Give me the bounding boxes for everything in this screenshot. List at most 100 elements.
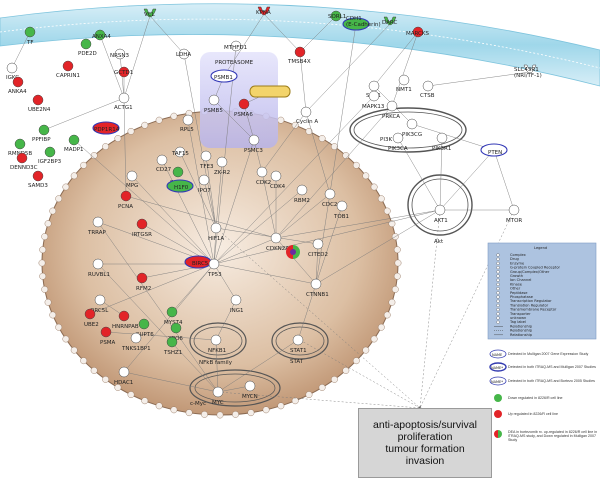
node-tob1[interactable]: TOB1 (333, 200, 349, 220)
node-orc5l[interactable]: ORC5L (90, 294, 109, 314)
node-vcl[interactable]: VCL (143, 8, 157, 18)
node-tfe3[interactable]: TFE3 (199, 150, 214, 170)
nuclear-pore-bead (291, 121, 299, 129)
legend-swatch (496, 316, 500, 320)
node-dennd3c[interactable]: DENND3C (10, 152, 38, 171)
node-cdk4[interactable]: CDK4 (270, 170, 286, 190)
node-mycn[interactable]: MYCN (242, 380, 258, 400)
node-prkca[interactable]: PRKCA (382, 100, 400, 120)
node-pten[interactable]: PTEN (480, 143, 508, 157)
edge-tp53-ing1 (213, 263, 237, 301)
node-shape (386, 100, 398, 112)
edge-pik3cg-pten (411, 123, 495, 151)
node-anka[interactable]: ANKA4 (8, 76, 27, 95)
node-kpna[interactable]: KPNA (256, 6, 271, 16)
node-samd3[interactable]: SAMD3 (28, 170, 48, 189)
node-psmb1[interactable]: PSMB1 (210, 69, 238, 83)
note-dea: DEA in bortezomib rx. up-regulated in 82… (508, 430, 598, 442)
node-ipo7[interactable]: IPO7 (198, 174, 211, 194)
node-ctnnb1[interactable]: CTNNB1 (306, 278, 329, 298)
edge-tp53-ctnnb1 (213, 263, 317, 285)
node-shape (16, 152, 28, 164)
node-rfm2[interactable]: RFM2 (136, 272, 151, 292)
nuclear-pore-bead (155, 116, 163, 124)
node-tf[interactable]: TF (24, 26, 36, 46)
node-cdc2[interactable]: CDC2 (322, 188, 337, 208)
node-tshz1[interactable]: TSHZ1 (163, 336, 182, 356)
node-supt6[interactable]: SUPT6 (136, 318, 154, 338)
node-bortezomib[interactable]: bortezomib (249, 0, 303, 98)
node-akt1[interactable]: AKT1 (434, 204, 448, 224)
note-itraq-bortezo: Detected in both iTRAQ-MS and Bortezo 20… (508, 379, 595, 383)
node-trrap[interactable]: TRRAP (87, 216, 107, 236)
note-itraq-mulligan: Detected in both iTRAQ-MS and Mulligan 2… (508, 365, 596, 369)
node-pik3ca[interactable]: PIK3CA (388, 132, 408, 152)
node-sorl1[interactable]: SORL1 (328, 10, 346, 22)
node-cyclina[interactable]: Cyclin A (296, 106, 318, 125)
node-madp1[interactable]: MADP1 (64, 134, 84, 153)
node-ruvbl1[interactable]: RUVBL1 (88, 258, 110, 278)
node-nrsn3[interactable]: NRSN3 (110, 48, 130, 60)
node-actg1[interactable]: ACTG1 (114, 92, 133, 111)
node-igf2bp3[interactable]: IGF2BP3 (38, 146, 62, 165)
node-anxa4[interactable]: ANXA4 (92, 29, 111, 41)
node-cdk2[interactable]: CDK2 (256, 166, 271, 186)
node-myc[interactable]: MYC (212, 386, 224, 406)
node-mtor[interactable]: MTOR (506, 204, 522, 224)
nuclear-pore-bead (127, 391, 135, 399)
node-ube2[interactable]: UBE2 (84, 308, 99, 328)
node-h1f0[interactable]: H1F0 (166, 179, 194, 193)
node-zkr2[interactable]: ZK-R2 (214, 156, 230, 176)
node-nfkb1[interactable]: NFKB1 (208, 334, 226, 354)
node-ube2n4[interactable]: UBE2N4 (28, 94, 51, 113)
node-cdkn2a[interactable]: CDKN2A (266, 232, 289, 252)
node-tmsb4x[interactable]: TMSB4X (287, 46, 311, 65)
node-stat1[interactable]: STAT1 (290, 334, 307, 354)
node-ldha[interactable]: LDHA (176, 48, 191, 60)
node-rbm2[interactable]: RBM2 (294, 184, 310, 204)
node-psmb5[interactable]: PSMB5 (204, 94, 223, 114)
node-irtgsr[interactable]: IRTGSR (132, 218, 152, 238)
node-shape (136, 218, 148, 230)
node-ppfibp[interactable]: PPFIBP (32, 124, 51, 143)
node-mthfd1[interactable]: MTHFD1 (224, 40, 247, 52)
node-psma[interactable]: PSMA (100, 326, 116, 346)
nuclear-pore-bead (318, 384, 326, 391)
node-taf15[interactable]: TAF15 (171, 146, 189, 158)
nuclear-pore-bead (141, 121, 149, 129)
node-gctd1[interactable]: GCTD1 (114, 66, 133, 78)
node-rpl5[interactable]: RPL5 (180, 114, 194, 133)
node-cited2[interactable]: CITED2 (308, 238, 328, 258)
node-pik3r1[interactable]: PIK3R1 (432, 132, 451, 152)
node-mapk13[interactable]: MAPK13 (362, 90, 385, 110)
node-hnrnpab[interactable]: HNRNPAB (112, 310, 139, 330)
outcome-line-3: tumour formation (385, 443, 465, 455)
node-pik3cg[interactable]: PIK3CG (402, 118, 422, 138)
node-shape (210, 334, 222, 346)
node-nmt1[interactable]: NMT1 (396, 74, 412, 93)
node-tp53[interactable]: TP53 (207, 258, 222, 278)
node-ctsb[interactable]: CTSB (420, 80, 435, 99)
node-pdp1r14[interactable]: PDP1R14 (92, 121, 120, 135)
node-caprin1[interactable]: CAPRIN1 (56, 60, 80, 79)
node-psma6[interactable]: PSMA6 (234, 98, 253, 118)
node-pcna[interactable]: PCNA (118, 190, 133, 210)
node-myst4[interactable]: MYST4 (164, 306, 183, 326)
node-tnks1bp1[interactable]: TNKS1BP1 (121, 332, 151, 352)
node-psmc3[interactable]: PSMC3 (244, 134, 263, 154)
node-ing1[interactable]: ING1 (230, 294, 244, 314)
node-cd27[interactable]: CD27 (156, 154, 172, 173)
legend-swatch (496, 295, 500, 299)
node-mpg[interactable]: MPG (126, 170, 138, 189)
node-marcks[interactable]: MARCKS (406, 26, 430, 38)
node-igkc[interactable]: IGKC (6, 62, 19, 81)
node-pde2d[interactable]: PDE2D (78, 38, 97, 57)
node-slc43r1[interactable]: SLC43R1(NRI/TF-1) (514, 64, 542, 79)
node-mixed-complex[interactable] (286, 245, 300, 259)
node-hdac1[interactable]: HDAC1 (114, 366, 133, 386)
node-cdh1[interactable]: CDH1(E-Cadherin) (342, 16, 381, 31)
node-darc[interactable]: DARC (382, 16, 397, 26)
node-hif1a[interactable]: HIF1A (208, 222, 224, 242)
node-birc5[interactable]: BIRC5 (184, 255, 212, 269)
